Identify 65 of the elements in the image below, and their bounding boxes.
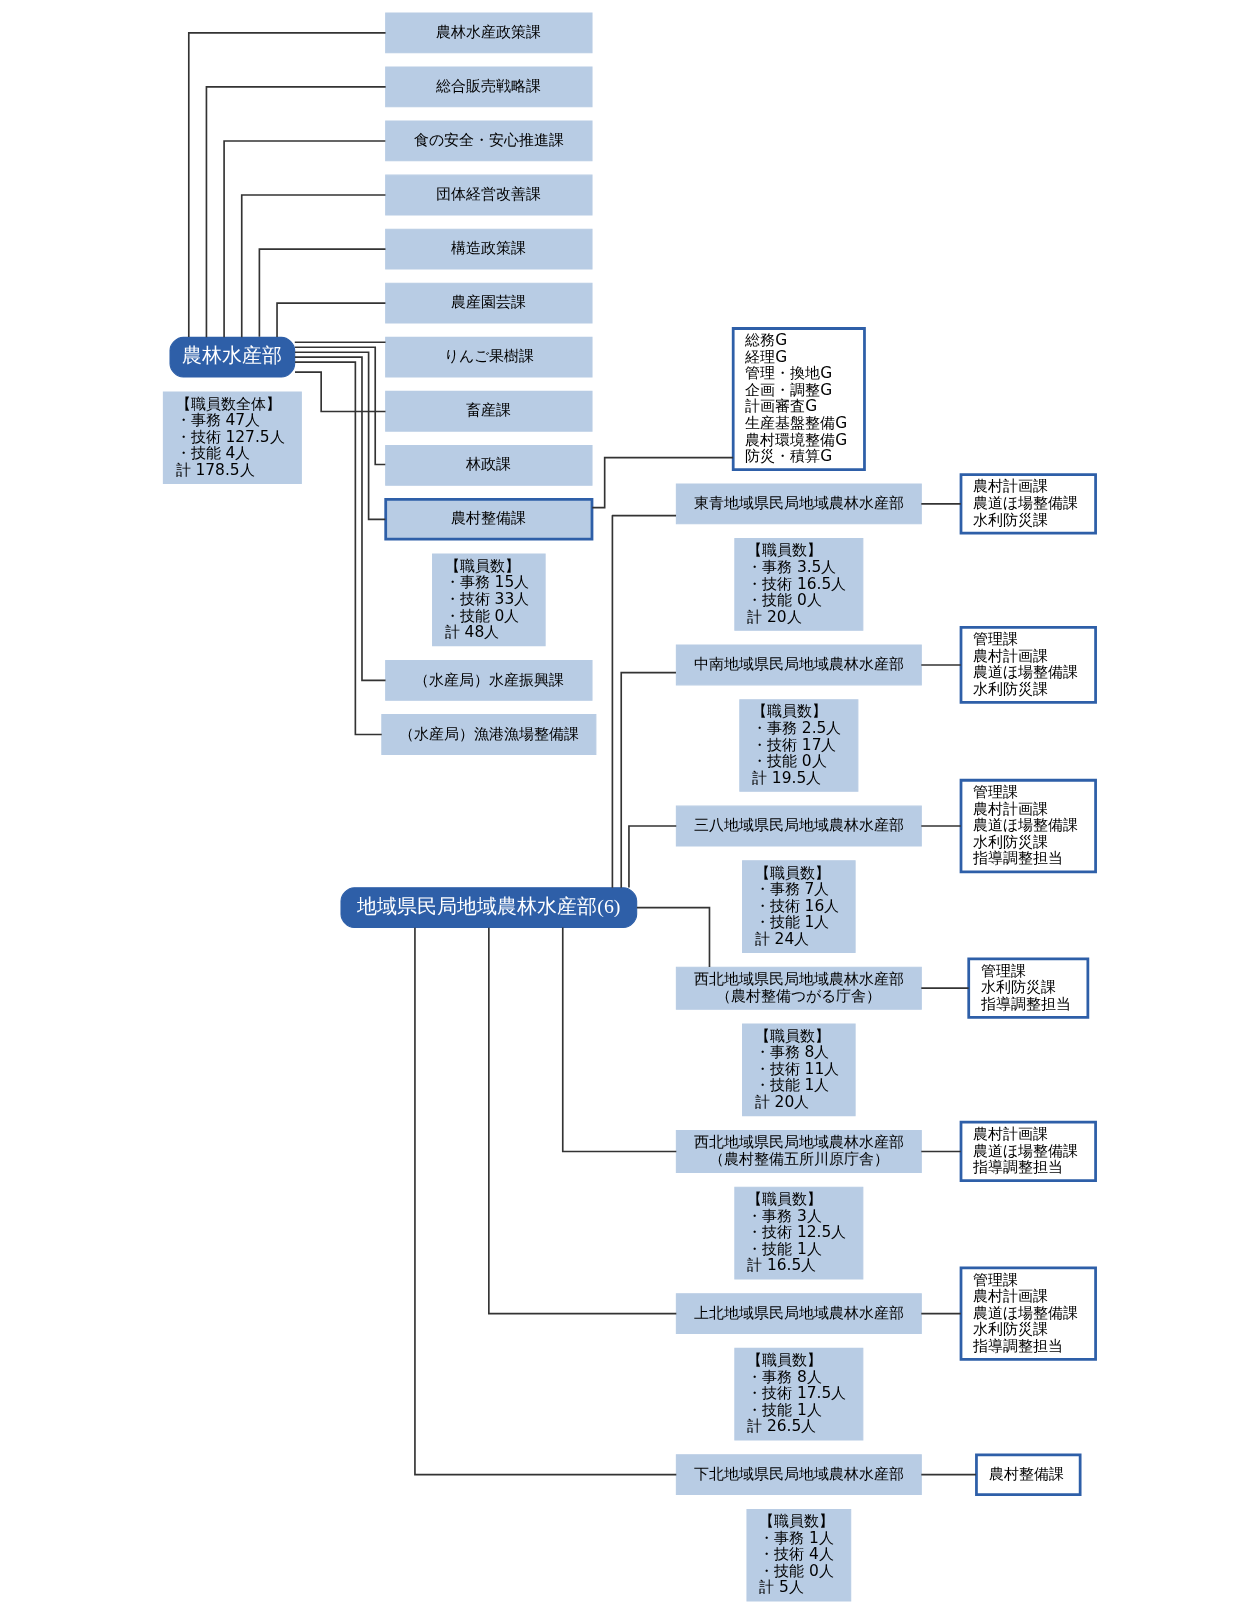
node-box: 下北地域県民局地域農林水産部 — [675, 1454, 922, 1496]
connector — [619, 671, 677, 889]
node-box: 構造政策課 — [384, 228, 593, 270]
node-box: 西北地域県民局地域農林水産部 （農村整備つがる庁舎） — [675, 966, 922, 1010]
node-box: 地域県民局地域農林水産部(6) — [339, 887, 637, 929]
node-box: 管理課 農村計画課 農道ほ場整備課 水利防災課 指導調整担当 — [959, 778, 1097, 874]
node-box: 農村整備課 — [383, 498, 593, 541]
connector — [205, 86, 386, 339]
node-box: 農村計画課 農道ほ場整備課 水利防災課 — [959, 473, 1097, 535]
connector — [413, 927, 677, 1476]
node-box: 管理課 水利防災課 指導調整担当 — [966, 957, 1089, 1019]
connector — [635, 906, 710, 968]
node-box: 総務G 経理G 管理・換地G 企画・調整G 計画審査G 生産基盤整備G 農村環境整備G 防災・積算G — [731, 327, 866, 472]
connector — [293, 341, 386, 344]
node-box: 林政課 — [384, 444, 593, 486]
connector — [919, 1473, 977, 1476]
node-box: 【職員数】 ・事務 3.5人 ・技術 16.5人 ・技能 0人 計 20人 — [733, 538, 863, 631]
node-box: 総合販売戦略課 — [384, 66, 593, 108]
connector — [293, 346, 386, 466]
node-box: 農産園芸課 — [384, 282, 593, 324]
node-box: 【職員数】 ・事務 1人 ・技術 4人 ・技能 0人 計 5人 — [745, 1508, 851, 1602]
connector — [222, 140, 386, 339]
connector — [611, 514, 677, 889]
node-box: 【職員数】 ・事務 3人 ・技術 12.5人 ・技能 1人 計 16.5人 — [733, 1186, 863, 1280]
node-box: 【職員数】 ・事務 15人 ・技術 33人 ・技能 0人 計 48人 — [431, 553, 546, 647]
node-box: りんご果樹課 — [384, 336, 593, 378]
node-box: （水産局）漁港漁場整備課 — [380, 714, 596, 755]
connector — [590, 456, 734, 509]
connector — [275, 302, 386, 338]
node-box: 【職員数】 ・事務 8人 ・技術 17.5人 ・技能 1人 計 26.5人 — [733, 1347, 863, 1441]
node-box: 農林水産政策課 — [384, 12, 593, 54]
node-box: 東青地域県民局地域農林水産部 — [675, 483, 922, 525]
node-box: 管理課 農村計画課 農道ほ場整備課 水利防災課 — [959, 626, 1097, 704]
connector — [293, 356, 386, 682]
node-box: 中南地域県民局地域農林水産部 — [675, 644, 922, 686]
node-box: 上北地域県民局地域農林水産部 — [675, 1293, 922, 1335]
node-box: 畜産課 — [384, 390, 593, 432]
node-box: 食の安全・安心推進課 — [384, 120, 593, 162]
node-box: 団体経営改善課 — [384, 174, 593, 216]
connector — [487, 926, 677, 1315]
connector — [293, 371, 386, 413]
node-box: 西北地域県民局地域農林水産部 （農村整備五所川原庁舎） — [675, 1129, 922, 1173]
connector — [561, 926, 677, 1153]
node-box: 農村整備課 — [974, 1453, 1082, 1496]
connector — [919, 664, 962, 666]
node-box: 農村計画課 農道ほ場整備課 指導調整担当 — [959, 1120, 1097, 1183]
connector — [919, 1312, 962, 1315]
connector — [919, 825, 962, 827]
node-box: 管理課 農村計画課 農道ほ場整備課 水利防災課 指導調整担当 — [959, 1266, 1097, 1361]
node-box: 【職員数】 ・事務 7人 ・技術 16人 ・技能 1人 計 24人 — [741, 860, 856, 953]
node-box: 【職員数全体】 ・事務 47人 ・技術 127.5人 ・技能 4人 計 178.5人 — [162, 391, 302, 485]
connector — [919, 987, 969, 989]
node-box: 【職員数】 ・事務 8人 ・技術 11人 ・技能 1人 計 20人 — [741, 1023, 856, 1117]
node-box: 【職員数】 ・事務 2.5人 ・技術 17人 ・技能 0人 計 19.5人 — [738, 699, 858, 792]
connector — [293, 351, 386, 521]
connector — [187, 32, 386, 338]
node-box: 三八地域県民局地域農林水産部 — [675, 805, 922, 847]
connector — [293, 361, 383, 736]
node-box: 農林水産部 — [169, 336, 295, 378]
connector — [627, 825, 677, 889]
connector — [919, 503, 962, 505]
connector — [258, 248, 386, 338]
node-box: （水産局）水産振興課 — [384, 660, 593, 701]
connector — [240, 194, 386, 339]
connector — [919, 1150, 962, 1153]
